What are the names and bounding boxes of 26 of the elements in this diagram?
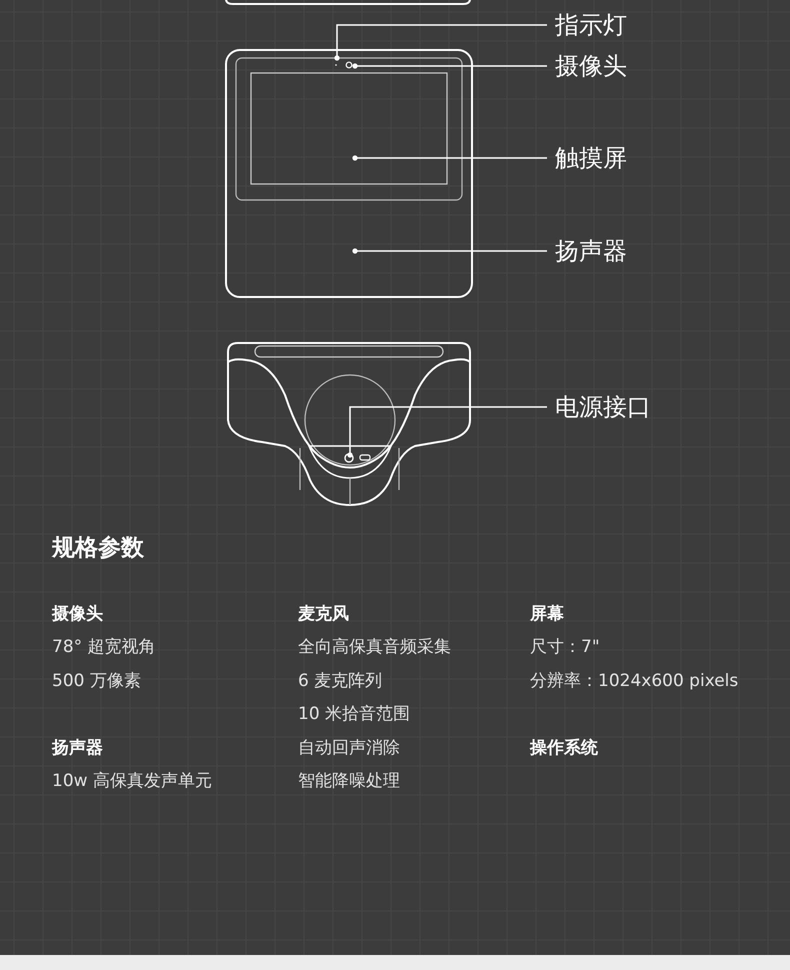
section-heading: 规格参数: [52, 534, 144, 563]
spec-heading: 摄像头: [52, 603, 103, 626]
leader-line: [334, 24, 547, 61]
spec-heading: 屏幕: [530, 603, 564, 626]
spec-text: 分辨率：1024x600 pixels: [530, 670, 738, 693]
leader-line: [352, 63, 547, 69]
spec-text: 10 米拾音范围: [298, 703, 410, 726]
spec-text: 78° 超宽视角: [52, 636, 156, 659]
callout-label: 指示灯: [555, 10, 627, 40]
callout-label: 电源接口: [555, 392, 651, 422]
spec-heading: 操作系统: [530, 737, 598, 760]
spec-text: 尺寸：7": [530, 636, 600, 659]
spec-text: 全向高保真音频采集: [298, 636, 451, 659]
callout-label: 触摸屏: [555, 143, 627, 173]
leader-line: [352, 155, 547, 161]
spec-text: 智能降噪处理: [298, 770, 400, 793]
spec-text: 500 万像素: [52, 670, 141, 693]
spec-text: 自动回声消除: [298, 737, 400, 760]
spec-text: 6 麦克阵列: [298, 670, 382, 693]
spec-heading: 麦克风: [298, 603, 349, 626]
leader-line: [352, 248, 547, 254]
leader-line: [347, 406, 547, 458]
callout-label: 扬声器: [555, 236, 627, 266]
callout-label: 摄像头: [555, 51, 627, 81]
spec-text: 10w 高保真发声单元: [52, 770, 212, 793]
spec-heading: 扬声器: [52, 737, 103, 760]
